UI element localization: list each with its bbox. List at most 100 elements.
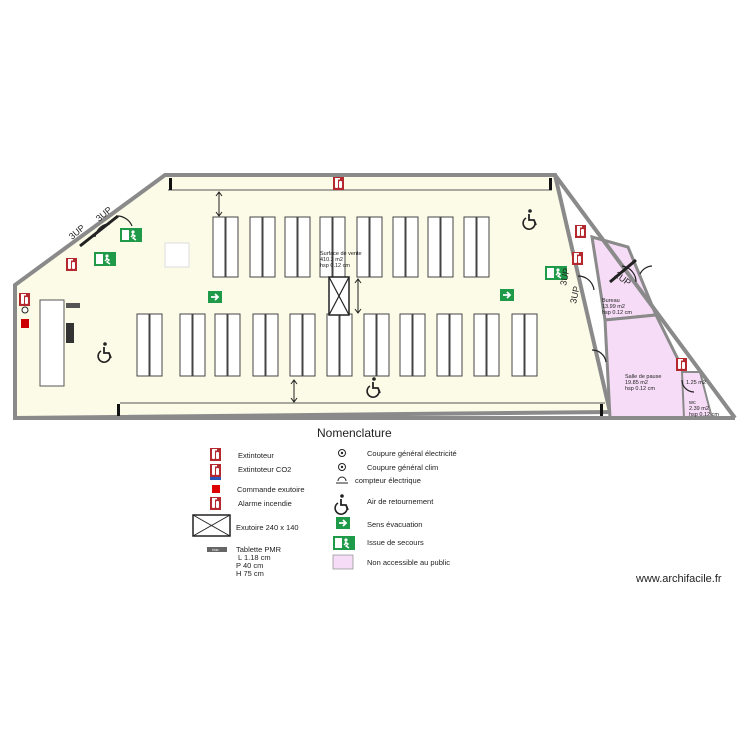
- shelf-unit: [136, 313, 150, 377]
- door-label: 3UP: [558, 267, 571, 286]
- shelf-unit: [511, 313, 525, 377]
- shelf-unit: [149, 313, 163, 377]
- legend-label: Issue de secours: [367, 538, 424, 547]
- emergency-exit-icon: [119, 227, 143, 243]
- watermark: www.archifacile.fr: [635, 573, 722, 585]
- legend-label: Exutoire 240 x 140: [236, 523, 299, 532]
- shelf-unit: [214, 313, 228, 377]
- shelf-unit: [463, 216, 477, 278]
- restricted-area-swatch: [332, 554, 354, 570]
- checkout-counter: [39, 299, 65, 387]
- shelf-unit: [356, 216, 370, 278]
- hvac-cutoff-icon: [338, 463, 346, 471]
- legend-label: Tablette PMR: [236, 545, 282, 554]
- svg-text:hsp 0.12 cm: hsp 0.12 cm: [320, 263, 350, 269]
- shelf-unit: [319, 216, 333, 278]
- wall-post: [549, 178, 552, 190]
- svg-text:wc: wc: [688, 400, 696, 406]
- wall-post: [169, 178, 172, 190]
- shelf-unit: [252, 313, 266, 377]
- smoke-vent-icon: [192, 514, 231, 537]
- small-room-label: 1.25 m2: [686, 380, 706, 386]
- fire-alarm-icon: [210, 497, 221, 510]
- shelf-unit: [265, 313, 279, 377]
- shelf-unit: [486, 313, 500, 377]
- smoke-vent-control-icon: [21, 319, 29, 328]
- checkout-desk: [66, 323, 74, 343]
- shelf-unit: [524, 313, 538, 377]
- extinguisher-co2-icon: [210, 477, 221, 480]
- emergency-exit-icon: [332, 535, 356, 551]
- shelf-unit: [326, 313, 340, 377]
- shelf-unit: [212, 216, 226, 278]
- svg-text:410.2 m2: 410.2 m2: [320, 257, 343, 263]
- shelf-unit: [412, 313, 426, 377]
- dimension-markers: [215, 191, 362, 403]
- shelf-unit: [363, 313, 377, 377]
- shelf-unit: [284, 216, 298, 278]
- pmr-tablet: [66, 303, 80, 308]
- shelf-unit: [302, 313, 316, 377]
- door-label: 3UP: [568, 285, 581, 304]
- evacuation-arrow-icon: [335, 516, 351, 530]
- legend-label: Commande exutoire: [237, 485, 305, 494]
- legend-label: Coupure général électricité: [367, 449, 457, 458]
- shelf-unit: [392, 216, 406, 278]
- svg-text:hsp 0.12 cm: hsp 0.12 cm: [625, 386, 655, 392]
- wall-post: [117, 404, 120, 416]
- electric-cutoff-icon: [21, 306, 29, 314]
- shelf-unit: [449, 313, 463, 377]
- pmr-dimension: L 1.18 cm: [238, 553, 271, 562]
- extinguisher-co2-icon: [575, 225, 586, 238]
- svg-text:2.39 m2: 2.39 m2: [689, 406, 709, 412]
- break-room-label: Salle de pause 19.85 m2 hsp 0.12 cm: [625, 374, 661, 392]
- legend-title: Nomenclature: [317, 426, 392, 440]
- shelf-unit: [227, 313, 241, 377]
- shelf-unit: [473, 313, 487, 377]
- shelf-unit: [192, 313, 206, 377]
- shelf-unit: [225, 216, 239, 278]
- emergency-exit-icon: [93, 251, 117, 267]
- extinguisher-icon: [676, 358, 687, 371]
- legend-label: Extintoteur: [238, 451, 274, 460]
- shelf-unit: [440, 216, 454, 278]
- shelf-unit: [289, 313, 303, 377]
- svg-text:13.99 m2: 13.99 m2: [602, 304, 625, 310]
- wall-post: [600, 404, 603, 416]
- legend-label: Non accessible au public: [367, 558, 450, 567]
- outer-wall-right: [553, 173, 737, 420]
- legend-label: Air de retournement: [367, 497, 434, 506]
- extinguisher-icon: [19, 293, 30, 306]
- shelf-unit: [376, 313, 390, 377]
- pmr-badge: PMR: [212, 548, 220, 552]
- svg-text:19.85 m2: 19.85 m2: [625, 380, 648, 386]
- legend-label: Extintoteur CO2: [238, 465, 291, 474]
- legend-label: compteur électrique: [355, 476, 421, 485]
- svg-text:Surface de vente: Surface de vente: [320, 251, 362, 257]
- storage-block: [164, 242, 190, 268]
- svg-text:hsp 0.12 cm: hsp 0.12 cm: [602, 310, 632, 316]
- shelf-unit: [436, 313, 450, 377]
- shelf-unit: [369, 216, 383, 278]
- shelf-unit: [405, 216, 419, 278]
- shelf-unit: [297, 216, 311, 278]
- shelf-unit: [339, 313, 353, 377]
- shelf-unit: [476, 216, 490, 278]
- pmr-tablet-icon: [207, 547, 227, 552]
- extinguisher-icon: [210, 448, 221, 461]
- shelf-unit: [249, 216, 263, 278]
- shelving-units: [117, 178, 603, 416]
- svg-text:hsp 0.12 cm: hsp 0.12 cm: [689, 412, 719, 418]
- smoke-vent-control-icon: [212, 485, 220, 493]
- legend-label: Sens évacuation: [367, 520, 422, 529]
- evacuation-arrow-icon: [499, 288, 515, 302]
- svg-text:Bureau: Bureau: [602, 298, 620, 304]
- fire-alarm-icon: [333, 177, 344, 190]
- shelf-unit: [262, 216, 276, 278]
- office-room-label: Bureau 13.99 m2 hsp 0.12 cm: [602, 298, 632, 316]
- sales-room-label: Surface de vente 410.2 m2 hsp 0.12 cm: [320, 251, 362, 269]
- evacuation-arrow-icon: [207, 290, 223, 304]
- smoke-vent-icon: [328, 276, 350, 316]
- shelf-unit: [427, 216, 441, 278]
- entrance-doors: [79, 214, 695, 393]
